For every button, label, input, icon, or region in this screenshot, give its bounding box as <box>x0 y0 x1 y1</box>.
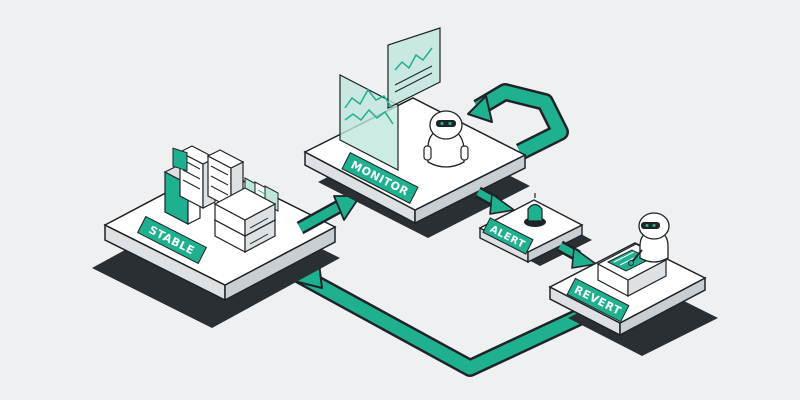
stage-stable: STABLE <box>92 145 340 328</box>
alert-siren-icon <box>524 193 546 227</box>
flow-arrow-icon <box>557 240 597 269</box>
stage-alert: ALERT <box>478 193 592 266</box>
stage-revert: REVERT <box>548 212 718 356</box>
return-arrow <box>289 254 594 377</box>
flow-arrow-icon <box>296 195 361 235</box>
stage-monitor: MONITOR <box>303 27 530 238</box>
server-rack-icon <box>163 145 245 225</box>
dashboard-screen-icon <box>339 27 441 171</box>
robot-icon <box>423 110 469 168</box>
server-stack-icon <box>213 187 277 253</box>
loop-arrow <box>467 83 569 161</box>
flow-arrow-icon <box>475 186 515 215</box>
robot-icon <box>628 212 670 266</box>
